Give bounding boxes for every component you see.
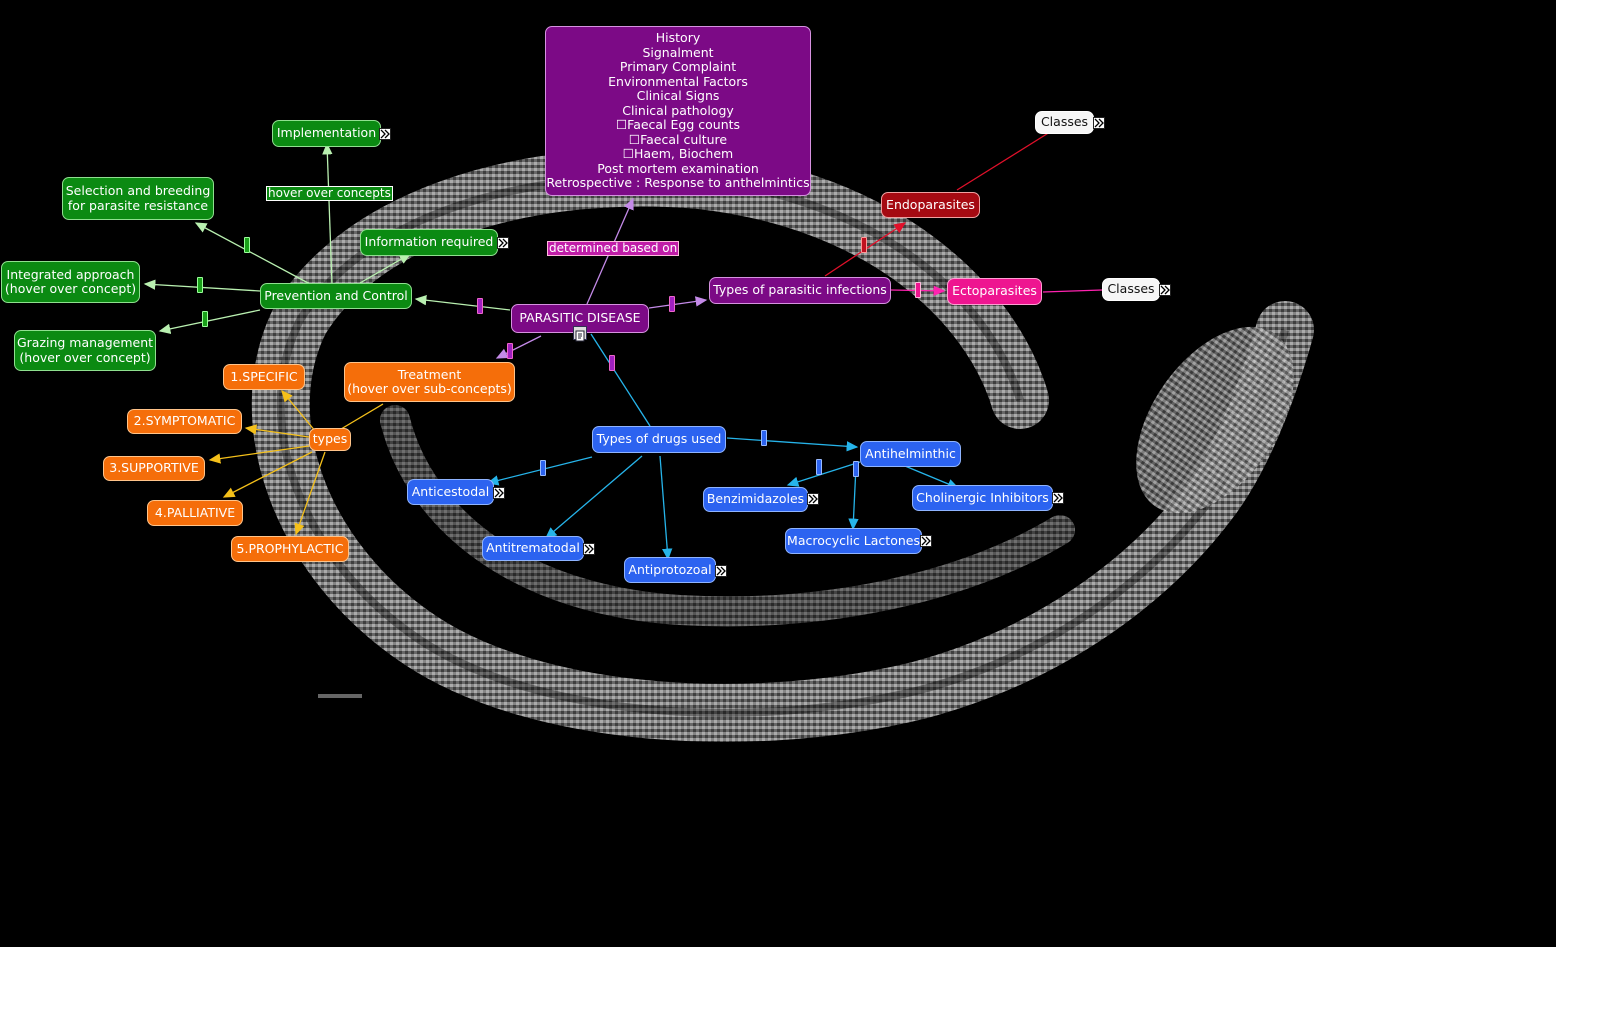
node-selection-and-breeding[interactable]: Selection and breeding for parasite resi… [62, 177, 214, 220]
node-symptomatic[interactable]: 2.SYMPTOMATIC [127, 409, 242, 434]
node-diagnosis-criteria[interactable]: History Signalment Primary Complaint Env… [545, 26, 811, 196]
link-handle[interactable] [761, 430, 767, 446]
link-handle[interactable] [507, 343, 513, 359]
node-cholinergic-inhibitors[interactable]: Cholinergic Inhibitors [912, 485, 1053, 511]
link-handle[interactable] [816, 459, 822, 475]
node-macrocyclic-lactones[interactable]: Macrocyclic Lactones [785, 528, 922, 554]
expand-arrows-icon[interactable] [807, 493, 819, 505]
expand-arrows-icon[interactable] [715, 565, 727, 577]
node-benzimidazoles[interactable]: Benzimidazoles [703, 487, 808, 512]
node-integrated-approach[interactable]: Integrated approach (hover over concept) [1, 261, 140, 303]
node-anticestodal[interactable]: Anticestodal [407, 479, 494, 505]
node-grazing-management[interactable]: Grazing management (hover over concept) [14, 330, 156, 371]
link-handle[interactable] [853, 461, 859, 477]
link-handle[interactable] [669, 296, 675, 312]
node-ectoparasites[interactable]: Ectoparasites [947, 278, 1042, 305]
link-label-determined-based-on[interactable]: determined based on [547, 241, 680, 256]
node-classes-ectoparasites[interactable]: Classes [1102, 278, 1160, 301]
node-classes-endoparasites[interactable]: Classes [1035, 111, 1094, 134]
node-parasitic-disease[interactable]: PARASITIC DISEASE [511, 304, 649, 333]
node-antihelminthic[interactable]: Antihelminthic [860, 441, 961, 467]
node-palliative[interactable]: 4.PALLIATIVE [147, 500, 243, 526]
resource-document-icon[interactable] [573, 326, 587, 342]
node-antiprotozoal[interactable]: Antiprotozoal [624, 557, 716, 583]
link-handle[interactable] [861, 237, 867, 253]
link-handle[interactable] [244, 237, 250, 253]
node-implementation[interactable]: Implementation [272, 120, 381, 147]
node-information-required[interactable]: Information required [360, 229, 498, 256]
link-handle[interactable] [609, 355, 615, 371]
expand-arrows-icon[interactable] [379, 128, 391, 140]
node-types-of-drugs-used[interactable]: Types of drugs used [592, 426, 726, 453]
link-handle[interactable] [202, 311, 208, 327]
expand-arrows-icon[interactable] [493, 487, 505, 499]
link-handle[interactable] [540, 460, 546, 476]
expand-arrows-icon[interactable] [1052, 492, 1064, 504]
concept-map-canvas: hover over concepts determined based on … [0, 0, 1556, 947]
node-supportive[interactable]: 3.SUPPORTIVE [103, 456, 205, 481]
expand-arrows-icon[interactable] [1093, 117, 1105, 129]
node-types-of-parasitic-infections[interactable]: Types of parasitic infections [709, 277, 891, 304]
expand-arrows-icon[interactable] [497, 237, 509, 249]
expand-arrows-icon[interactable] [920, 535, 932, 547]
link-handle[interactable] [915, 282, 921, 298]
link-label-hover-over-concepts[interactable]: hover over concepts [266, 186, 393, 201]
expand-arrows-icon[interactable] [1159, 284, 1171, 296]
link-handle[interactable] [197, 277, 203, 293]
node-types[interactable]: types [309, 428, 351, 451]
link-handle[interactable] [477, 298, 483, 314]
node-treatment[interactable]: Treatment (hover over sub-concepts) [344, 362, 515, 402]
node-endoparasites[interactable]: Endoparasites [881, 192, 980, 218]
node-prophylactic[interactable]: 5.PROPHYLACTIC [231, 536, 349, 562]
expand-arrows-icon[interactable] [583, 543, 595, 555]
node-antitrematodal[interactable]: Antitrematodal [482, 536, 584, 561]
connection-lines [143, 131, 1103, 561]
node-specific[interactable]: 1.SPECIFIC [223, 364, 305, 390]
node-prevention-and-control[interactable]: Prevention and Control [260, 283, 412, 309]
